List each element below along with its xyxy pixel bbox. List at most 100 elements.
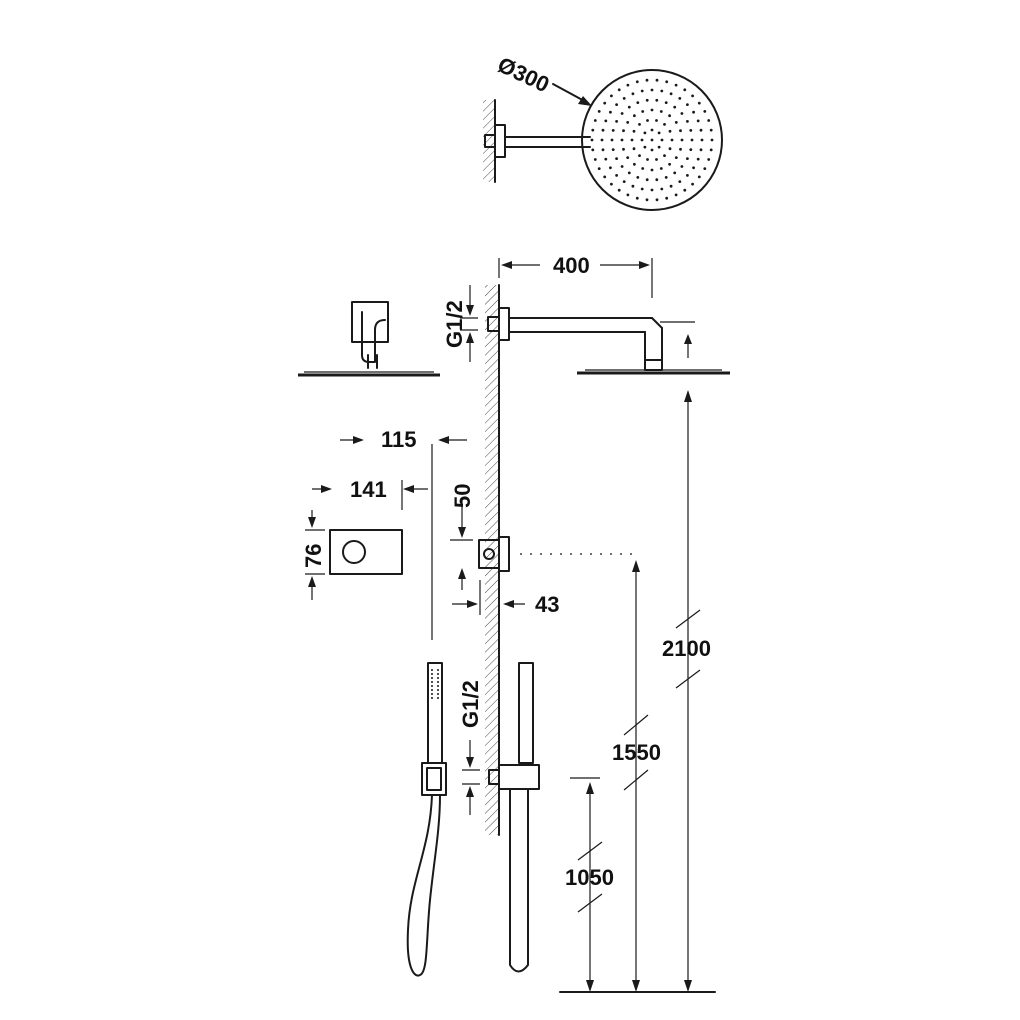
- nozzle-dot: [626, 156, 630, 160]
- nozzle-dot: [691, 182, 694, 186]
- nozzle-dot: [663, 123, 666, 126]
- mixer-control-front: 115 141 76: [301, 427, 467, 640]
- nozzle-dot: [609, 166, 612, 170]
- hand-nozzle-dot: [437, 669, 439, 671]
- control-knob: [342, 540, 366, 564]
- label-height-2100: 2100: [662, 636, 711, 661]
- nozzle-dot: [620, 138, 624, 142]
- nozzle-dot: [626, 121, 630, 124]
- nozzle-dot: [697, 175, 701, 179]
- nozzle-dot: [635, 196, 639, 200]
- nozzle-dot: [640, 187, 644, 191]
- hand-nozzle-dot: [431, 685, 433, 687]
- wall-section: [485, 284, 500, 836]
- nozzle-dot: [689, 148, 693, 152]
- nozzle-dot: [617, 188, 621, 192]
- hand-nozzle-dot: [431, 677, 433, 679]
- nozzle-dot: [600, 138, 604, 142]
- nozzle-dot: [686, 120, 689, 123]
- nozzle-dot: [665, 196, 669, 200]
- nozzle-dot: [674, 156, 678, 160]
- nozzle-dot: [650, 128, 654, 132]
- nozzle-dot: [615, 120, 618, 123]
- hand-nozzle-dot: [437, 689, 439, 691]
- nozzle-dot: [622, 180, 626, 184]
- nozzle-dot: [699, 148, 703, 152]
- nozzle-dot: [638, 123, 641, 126]
- nozzle-dot: [615, 174, 618, 177]
- wall-hatch-top: [483, 100, 495, 182]
- nozzle-dot: [660, 89, 664, 93]
- nozzle-dot: [615, 103, 618, 106]
- nozzle-dot: [686, 103, 689, 106]
- nozzle-dot: [659, 110, 663, 113]
- nozzle-dot: [707, 158, 711, 161]
- nozzle-dot: [643, 131, 647, 135]
- nozzle-dot: [664, 101, 668, 104]
- nozzle-dot: [650, 108, 654, 112]
- nozzle-dot: [622, 97, 626, 100]
- nozzle-dot: [655, 119, 658, 122]
- front-view-ceiling-head: [298, 301, 440, 377]
- nozzle-dot: [627, 105, 631, 109]
- nozzle-dot: [636, 176, 640, 179]
- nozzle-dot: [710, 138, 714, 142]
- nozzle-dot: [638, 154, 641, 158]
- nozzle-dot: [670, 138, 674, 142]
- nozzle-dot: [709, 128, 713, 132]
- label-width-115: 115: [381, 427, 417, 452]
- nozzle-dot: [696, 119, 700, 123]
- nozzle-dot: [655, 198, 659, 202]
- nozzle-dot: [611, 148, 615, 152]
- nozzle-dot: [664, 176, 668, 179]
- nozzle-dot: [673, 105, 677, 109]
- label-offset-50: 50: [450, 484, 475, 508]
- nozzle-dot: [678, 97, 682, 100]
- label-thread-bottom: G1/2: [458, 680, 483, 728]
- nozzle-dot: [683, 188, 687, 192]
- nozzle-dot: [622, 147, 625, 151]
- hand-nozzle-dot: [437, 673, 439, 675]
- nozzle-dot: [674, 83, 678, 87]
- nozzle-dot: [674, 121, 678, 124]
- hand-nozzle-dot: [431, 681, 433, 683]
- nozzle-dot: [631, 92, 635, 96]
- nozzle-dot: [645, 178, 649, 182]
- nozzle-dot: [703, 110, 707, 113]
- label-arm-length: 400: [553, 253, 590, 278]
- nozzle-dot: [686, 174, 689, 177]
- nozzle-dot: [657, 145, 661, 149]
- nozzle-dot: [690, 138, 694, 142]
- nozzle-dot: [633, 162, 636, 166]
- nozzle-dot: [668, 114, 671, 118]
- wall-hatch-main: [485, 285, 499, 835]
- nozzle-dot: [601, 128, 605, 132]
- nozzle-pattern: [590, 78, 714, 202]
- hand-nozzle-dot: [431, 697, 433, 699]
- nozzle-dot: [591, 148, 595, 152]
- nozzle-dot: [590, 138, 594, 142]
- nozzle-dot: [655, 98, 659, 102]
- label-depth-43: 43: [535, 592, 559, 617]
- label-height-76: 76: [301, 544, 326, 568]
- nozzle-dot: [650, 188, 654, 192]
- nozzle-dot: [597, 110, 601, 113]
- nozzle-dot: [680, 165, 684, 168]
- label-thread-top: G1/2: [442, 300, 467, 348]
- nozzle-dot: [707, 119, 711, 122]
- nozzle-dot: [620, 165, 624, 168]
- nozzle-dot: [659, 167, 663, 170]
- hand-nozzle-dot: [437, 697, 439, 699]
- nozzle-dot: [640, 89, 644, 93]
- mixer-side-view: 50 43: [450, 484, 632, 617]
- nozzle-dot: [680, 138, 684, 142]
- nozzle-dot: [691, 94, 694, 98]
- nozzle-dot: [641, 167, 645, 170]
- nozzle-dot: [610, 182, 613, 186]
- nozzle-dot: [610, 138, 614, 142]
- label-diameter: Ø300: [494, 52, 553, 97]
- nozzle-dot: [627, 171, 631, 175]
- nozzle-dot: [657, 131, 661, 135]
- nozzle-dot: [700, 138, 704, 142]
